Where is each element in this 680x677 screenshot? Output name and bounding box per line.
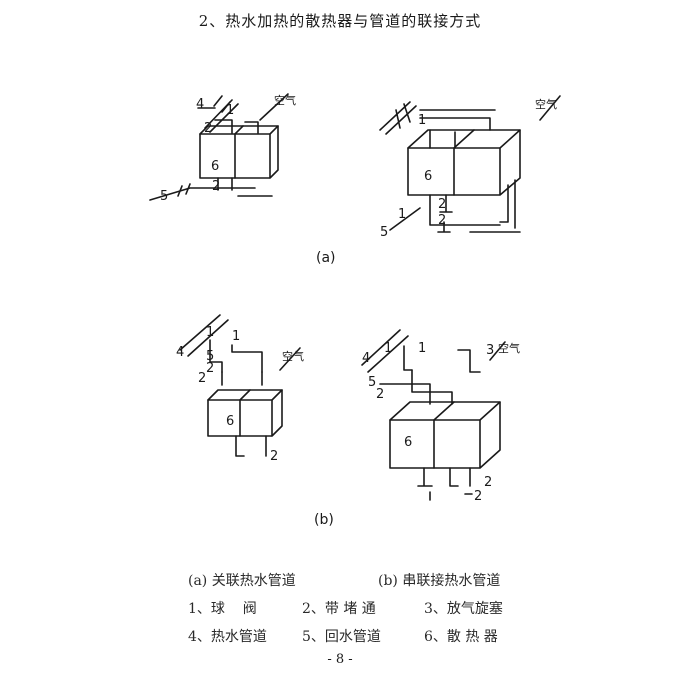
label-6-bl: 6	[226, 414, 234, 429]
label-6-ar: 6	[424, 169, 432, 184]
diagram-a-right	[379, 95, 561, 233]
diagram-b-right	[361, 329, 506, 501]
subfigure-a-label: (a)	[316, 250, 336, 266]
diagram-b-left	[179, 314, 301, 457]
label-5-br: 5	[368, 375, 376, 390]
label-5-ar: 5	[380, 225, 388, 240]
caption-b: (b) 串联接热水管道	[378, 573, 501, 589]
label-1-br: 1	[384, 341, 392, 356]
label-1b-ar: 1	[398, 207, 406, 222]
legend-item-5: 5、回水管道	[302, 629, 381, 645]
label-1-bl: 1	[206, 325, 214, 340]
legend-item-2: 2、带 堵 通	[302, 601, 376, 617]
diagram-a-left	[149, 93, 289, 201]
subfigure-b-label: (b)	[314, 512, 334, 528]
legend-item-3: 3、放气旋塞	[424, 601, 503, 617]
label-1b-bl: 1	[232, 329, 240, 344]
label-1: 1	[226, 103, 234, 118]
label-2-ar: 2	[438, 197, 446, 212]
label-3-br: 3	[486, 343, 494, 358]
label-2b-ar: 2	[438, 213, 446, 228]
label-2d-br: 2	[474, 489, 482, 504]
legend-item-1: 1、球 阀	[188, 601, 257, 617]
label-air-br: 空气	[498, 341, 520, 355]
label-2: 2	[204, 121, 212, 136]
label-air: 空气	[274, 93, 296, 107]
label-5: 5	[160, 189, 168, 204]
label-2c-bl: 2	[270, 449, 278, 464]
label-air-ar: 空气	[535, 97, 557, 111]
legend-item-6: 6、散 热 器	[424, 629, 498, 645]
label-4: 4	[196, 97, 204, 112]
label-2b: 2	[212, 179, 220, 194]
page-number: - 8 -	[327, 652, 353, 667]
label-6-br: 6	[404, 435, 412, 450]
label-4-bl: 4	[176, 345, 184, 360]
page-title: 2、热水加热的散热器与管道的联接方式	[198, 12, 482, 30]
label-6: 6	[211, 159, 219, 174]
legend-item-4: 4、热水管道	[188, 629, 267, 645]
label-air-bl: 空气	[282, 349, 304, 363]
label-2b-bl: 2	[198, 371, 206, 386]
label-2c-br: 2	[484, 475, 492, 490]
label-2-br: 2	[376, 387, 384, 402]
caption-a: (a) 关联热水管道	[188, 573, 296, 589]
label-4-br: 4	[362, 351, 370, 366]
label-2-bl: 2	[206, 361, 214, 376]
label-1b-br: 1	[418, 341, 426, 356]
label-5-bl: 5	[206, 349, 214, 364]
label-1-ar: 1	[418, 113, 426, 128]
